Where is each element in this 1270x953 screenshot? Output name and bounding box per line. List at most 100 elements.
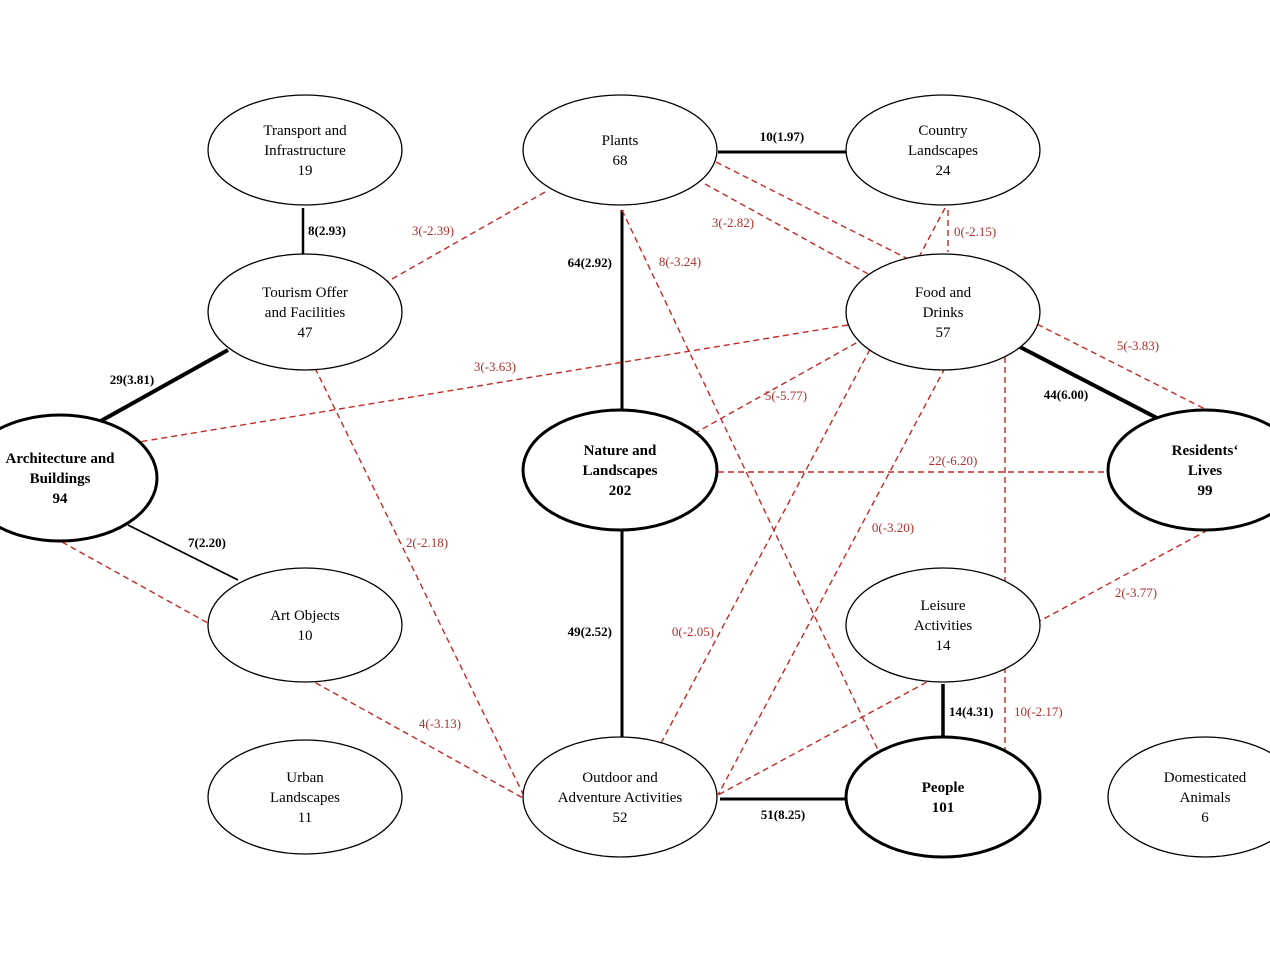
node-label-urban-line-0: Urban [286,770,324,786]
edge-labels-layer: 8(2.93) 10(1.97) 29(3.81) 64(2.92) 44(6.00) 7… [110,129,1159,822]
edge-food-outdoor [717,367,946,796]
node-label-country-line-1: Landscapes [908,143,978,159]
edge-food-residents [1019,345,1158,420]
node-label-urban-line-2: 11 [298,810,312,826]
edge-label-plants-country: 10(1.97) [760,129,804,144]
node-label-residents-line-0: Residents‘ [1172,443,1239,459]
node-label-transport-line-1: Infrastructure [264,143,346,159]
edge-label-country-outdoor: 0(-2.05) [672,624,714,639]
node-ellipse-outdoor [522,736,718,858]
node-label-outdoor-line-1: Adventure Activities [558,790,683,806]
node-label-leisure-line-1: Activities [914,618,972,634]
edge-label-architecture-outdoor: 4(-3.13) [419,716,461,731]
node-art: Art Objects 10 [207,567,403,683]
node-label-residents-line-1: Lives [1188,463,1222,479]
edge-label-outdoor-people: 51(8.25) [761,807,805,822]
node-people: People 101 [844,735,1042,859]
node-ellipse-leisure [845,567,1041,683]
node-label-nature-line-2: 202 [609,483,632,499]
node-label-tourism-line-1: and Facilities [265,305,346,321]
node-label-architecture-line-1: Buildings [30,471,91,487]
edge-label-transport-tourism: 8(2.93) [308,223,346,238]
edge-tourism-architecture [89,348,229,429]
node-label-nature-line-1: Landscapes [582,463,657,479]
edge-residents-outdoor [717,529,1209,796]
node-label-urban-line-1: Landscapes [270,790,340,806]
node-label-plants-line-0: Plants [602,133,639,149]
node-label-art-line-0: Art Objects [270,608,340,624]
node-label-transport-line-2: 19 [298,163,313,179]
node-ellipse-transport [207,94,403,206]
edge-label-tourism-architecture: 29(3.81) [110,372,154,387]
node-label-people-line-1: 101 [932,800,955,816]
edge-label-residents-outdoor: 2(-3.77) [1115,585,1157,600]
node-residents: Residents‘ Lives 99 [1106,408,1270,532]
node-ellipse-country [845,94,1041,206]
edge-label-food-nature: 5(-5.77) [765,388,807,403]
node-ellipse-nature [521,408,719,532]
node-label-tourism-line-2: 47 [298,325,314,341]
edge-plants-food [704,183,871,276]
node-label-country-line-2: 24 [936,163,952,179]
edge-architecture-art [127,524,239,581]
node-label-outdoor-line-0: Outdoor and [582,770,658,786]
node-ellipse-plants [522,94,718,206]
edge-label-plants-tourism: 3(-2.39) [412,223,454,238]
node-ellipse-architecture [0,413,159,543]
node-label-country-line-0: Country [918,123,968,139]
node-ellipse-urban [207,739,403,855]
node-ellipse-people [844,735,1042,859]
node-label-domesticated-line-2: 6 [1201,810,1209,826]
node-label-leisure-line-0: Leisure [921,598,966,614]
node-label-outdoor-line-2: 52 [613,810,628,826]
edge-food-nature [696,337,866,433]
edge-food-architecture [132,324,849,444]
node-label-art-line-1: 10 [298,628,313,644]
node-label-domesticated-line-0: Domesticated [1164,770,1247,786]
edge-label-plants-nature: 64(2.92) [568,255,612,270]
node-label-plants-line-1: 68 [613,153,628,169]
node-label-food-line-2: 57 [936,325,952,341]
edge-plants-tourism [384,191,546,284]
node-tourism: Tourism Offer and Facilities 47 [207,253,403,371]
node-label-people-line-0: People [922,780,965,796]
edge-label-nature-residents: 22(-6.20) [929,453,978,468]
edge-label-food-people: 10(-2.17) [1014,704,1063,719]
node-label-transport-line-0: Transport and [263,123,347,139]
node-ellipse-art [207,567,403,683]
edge-label-plants-people: 8(-3.24) [659,254,701,269]
node-ellipse-tourism [207,253,403,371]
edge-label-leisure-people: 14(4.31) [949,704,993,719]
edge-label-plants-food: 3(-2.82) [712,215,754,230]
node-plants: Plants 68 [522,94,718,206]
edge-label-tourism-outdoor: 2(-2.18) [406,535,448,550]
edge-label-food-residents: 44(6.00) [1044,387,1088,402]
node-label-tourism-line-0: Tourism Offer [262,285,348,301]
edge-label-nature-outdoor: 49(2.52) [568,624,612,639]
node-label-food-line-1: Drinks [923,305,964,321]
node-label-domesticated-line-1: Animals [1180,790,1231,806]
node-ellipse-food [845,253,1041,371]
node-ellipse-residents [1106,408,1270,532]
edge-label-country-food: 0(-2.15) [954,224,996,239]
edge-label-architecture-art: 7(2.20) [188,535,226,550]
edge-label-food-architecture: 3(-3.63) [474,359,516,374]
node-label-architecture-line-0: Architecture and [5,451,115,467]
node-label-residents-line-2: 99 [1198,483,1213,499]
edge-label-food-outdoor: 0(-3.20) [872,520,914,535]
node-label-leisure-line-2: 14 [936,638,952,654]
node-label-architecture-line-2: 94 [53,491,69,507]
edge-label-plants-residents: 5(-3.83) [1117,338,1159,353]
node-label-food-line-0: Food and [915,285,972,301]
